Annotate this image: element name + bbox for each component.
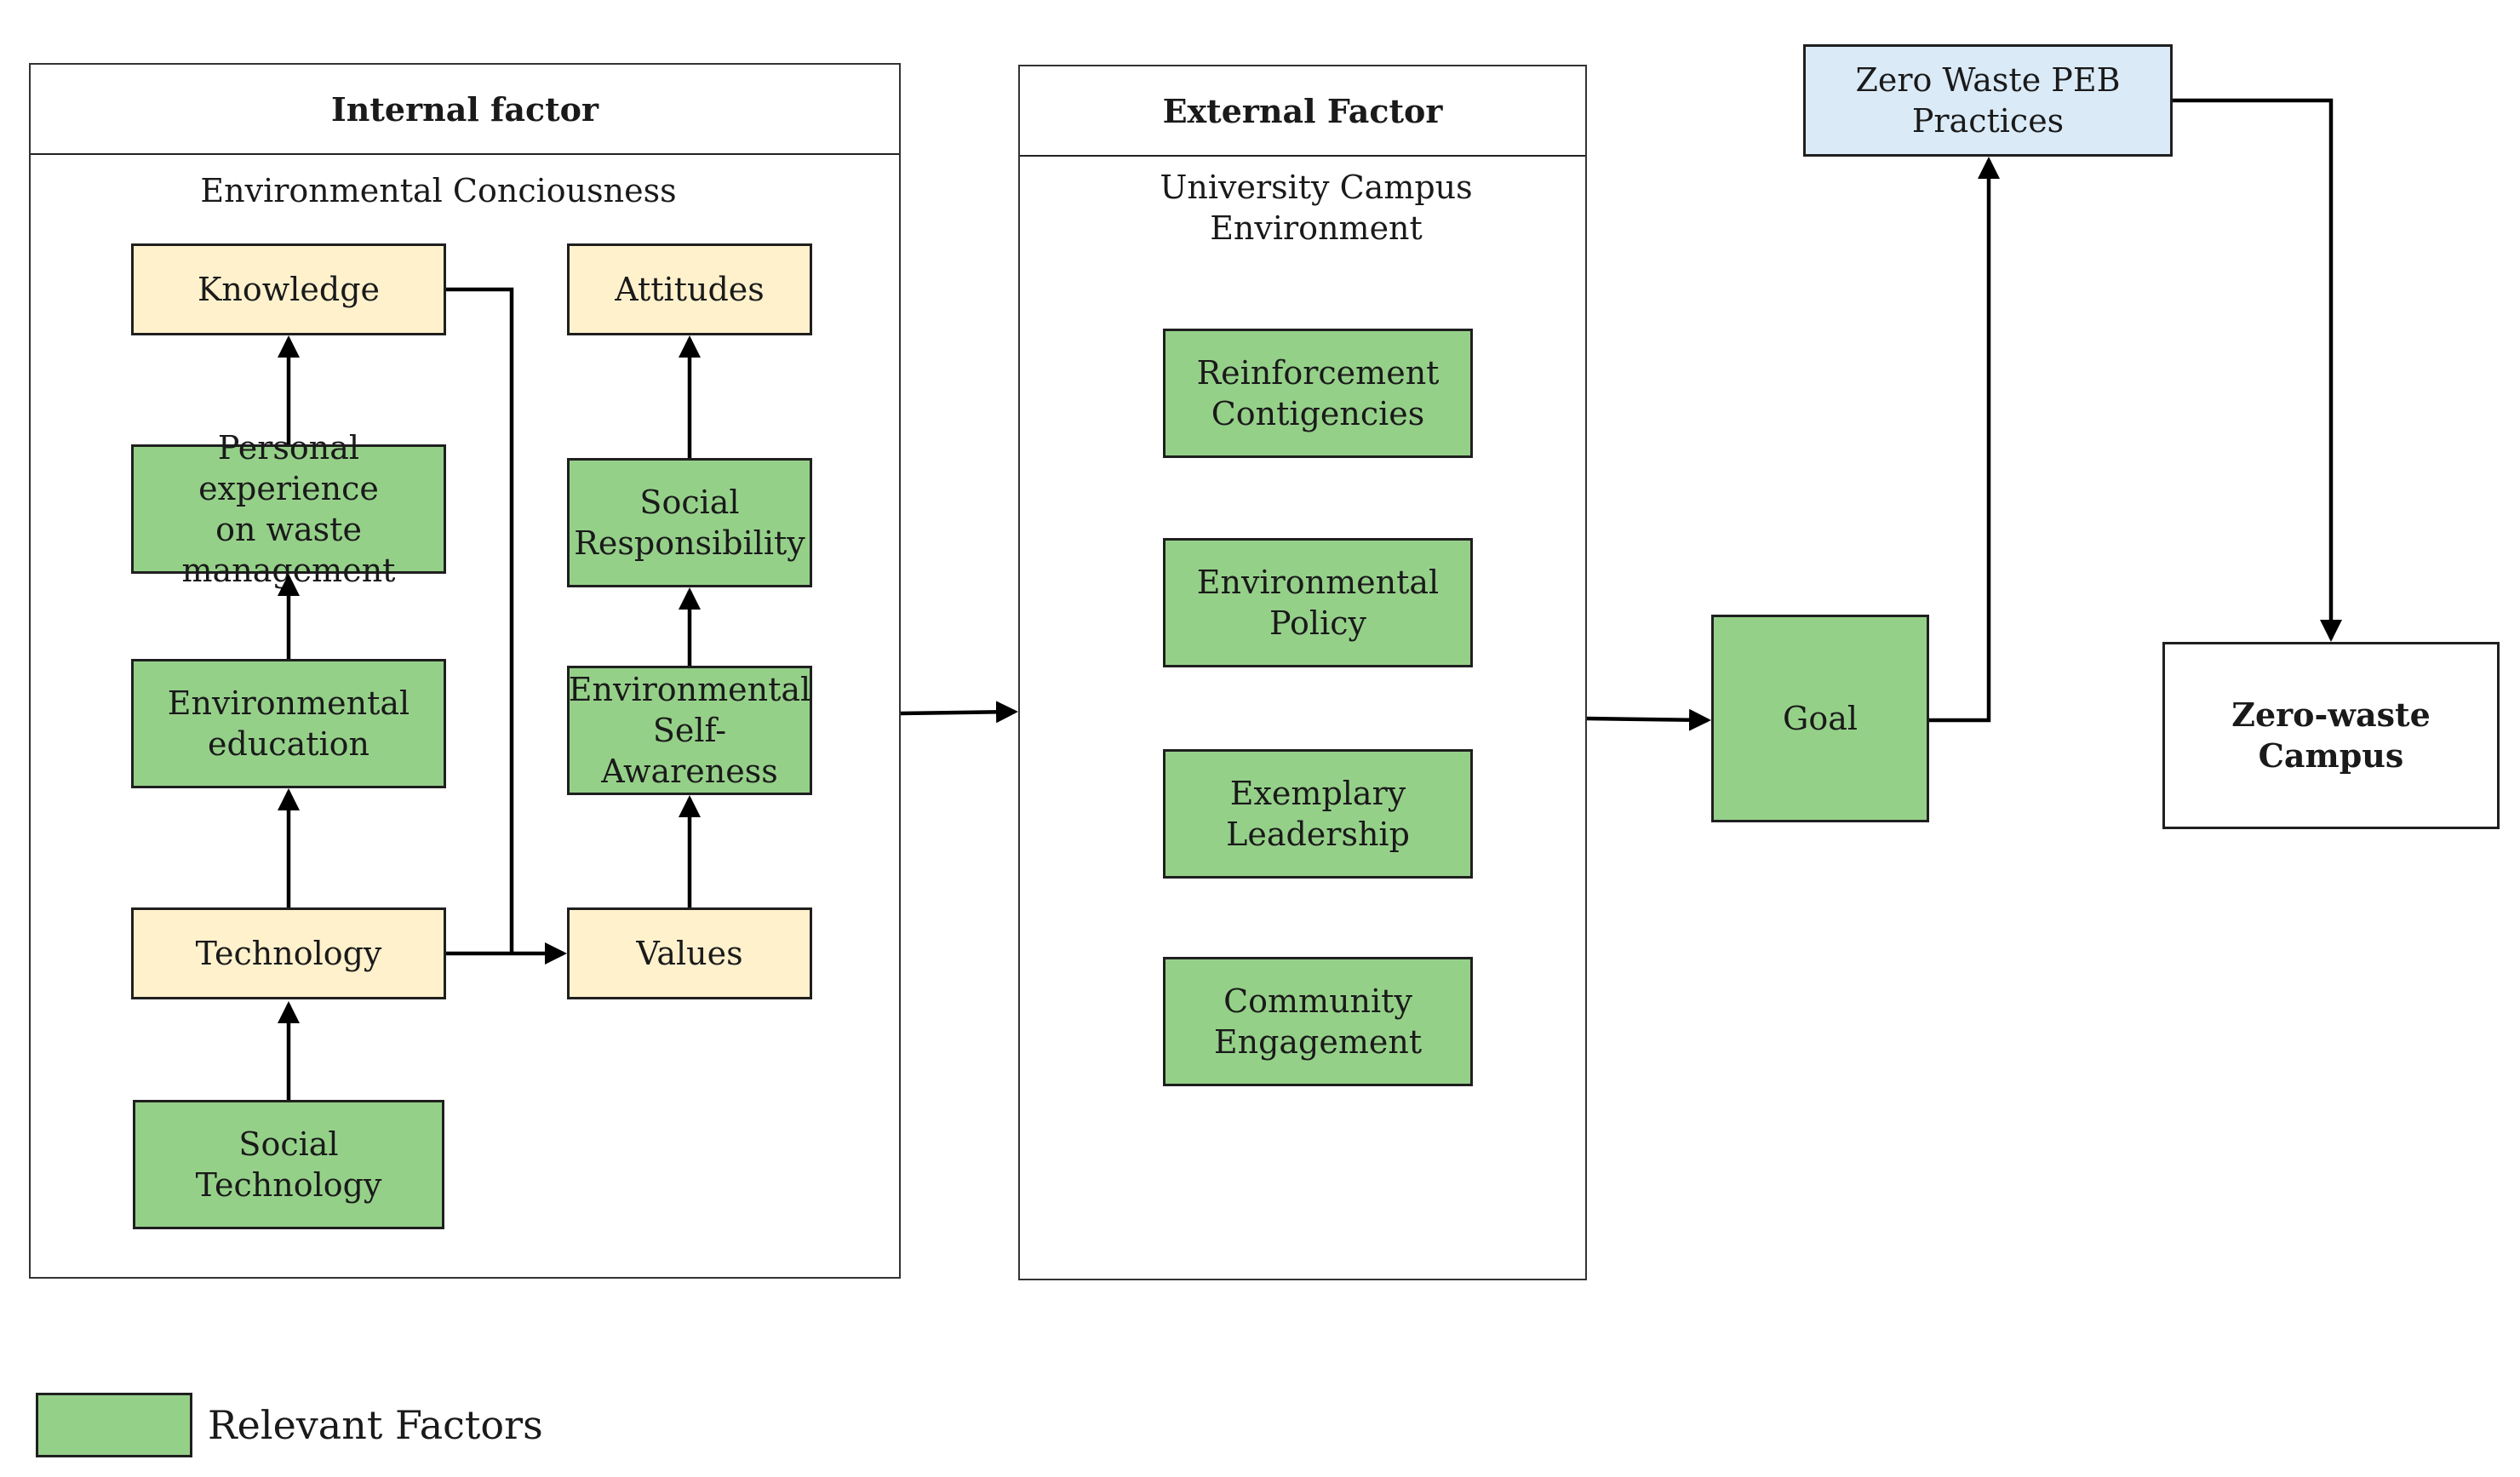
environmental-consciousness-label: Environmental Conciousness — [200, 172, 677, 209]
personal-experience-node: Personal experience on waste management — [131, 429, 446, 589]
internal-factor-title: Internal factor — [31, 65, 899, 155]
community-engagement-node: Community Engagement — [1163, 957, 1473, 1086]
external-factor-title: External Factor — [1020, 66, 1585, 157]
attitudes-node: Attitudes — [567, 243, 812, 335]
legend-label: Relevant Factors — [208, 1402, 543, 1448]
arrow-external-to-goal — [1586, 708, 1711, 731]
environmental-education-node: Environmental education — [131, 659, 446, 788]
environmental-self-awareness-node: Environmental Self-Awareness — [567, 666, 812, 795]
arrow-goal-to-practices — [1929, 157, 2000, 723]
knowledge-node: Knowledge — [131, 243, 446, 335]
zero-waste-peb-practices-node: Zero Waste PEB Practices — [1803, 44, 2173, 157]
arrow-practices-to-campus — [2173, 98, 2342, 642]
environmental-policy-node: Environmental Policy — [1163, 538, 1473, 667]
social-responsibility-node: Social Responsibility — [567, 458, 812, 587]
goal-node: Goal — [1711, 615, 1929, 822]
technology-node: Technology — [131, 907, 446, 999]
university-campus-environment-label: University Campus Environment — [1160, 169, 1473, 247]
zero-waste-campus-node: Zero-waste Campus — [2162, 642, 2500, 829]
exemplary-leadership-node: Exemplary Leadership — [1163, 749, 1473, 879]
reinforcement-contingencies-node: Reinforcement Contigencies — [1163, 329, 1473, 458]
legend-swatch-relevant-factors — [36, 1393, 192, 1457]
values-node: Values — [567, 907, 812, 999]
social-technology-node: Social Technology — [133, 1100, 444, 1229]
arrow-internal-to-external — [900, 701, 1018, 724]
